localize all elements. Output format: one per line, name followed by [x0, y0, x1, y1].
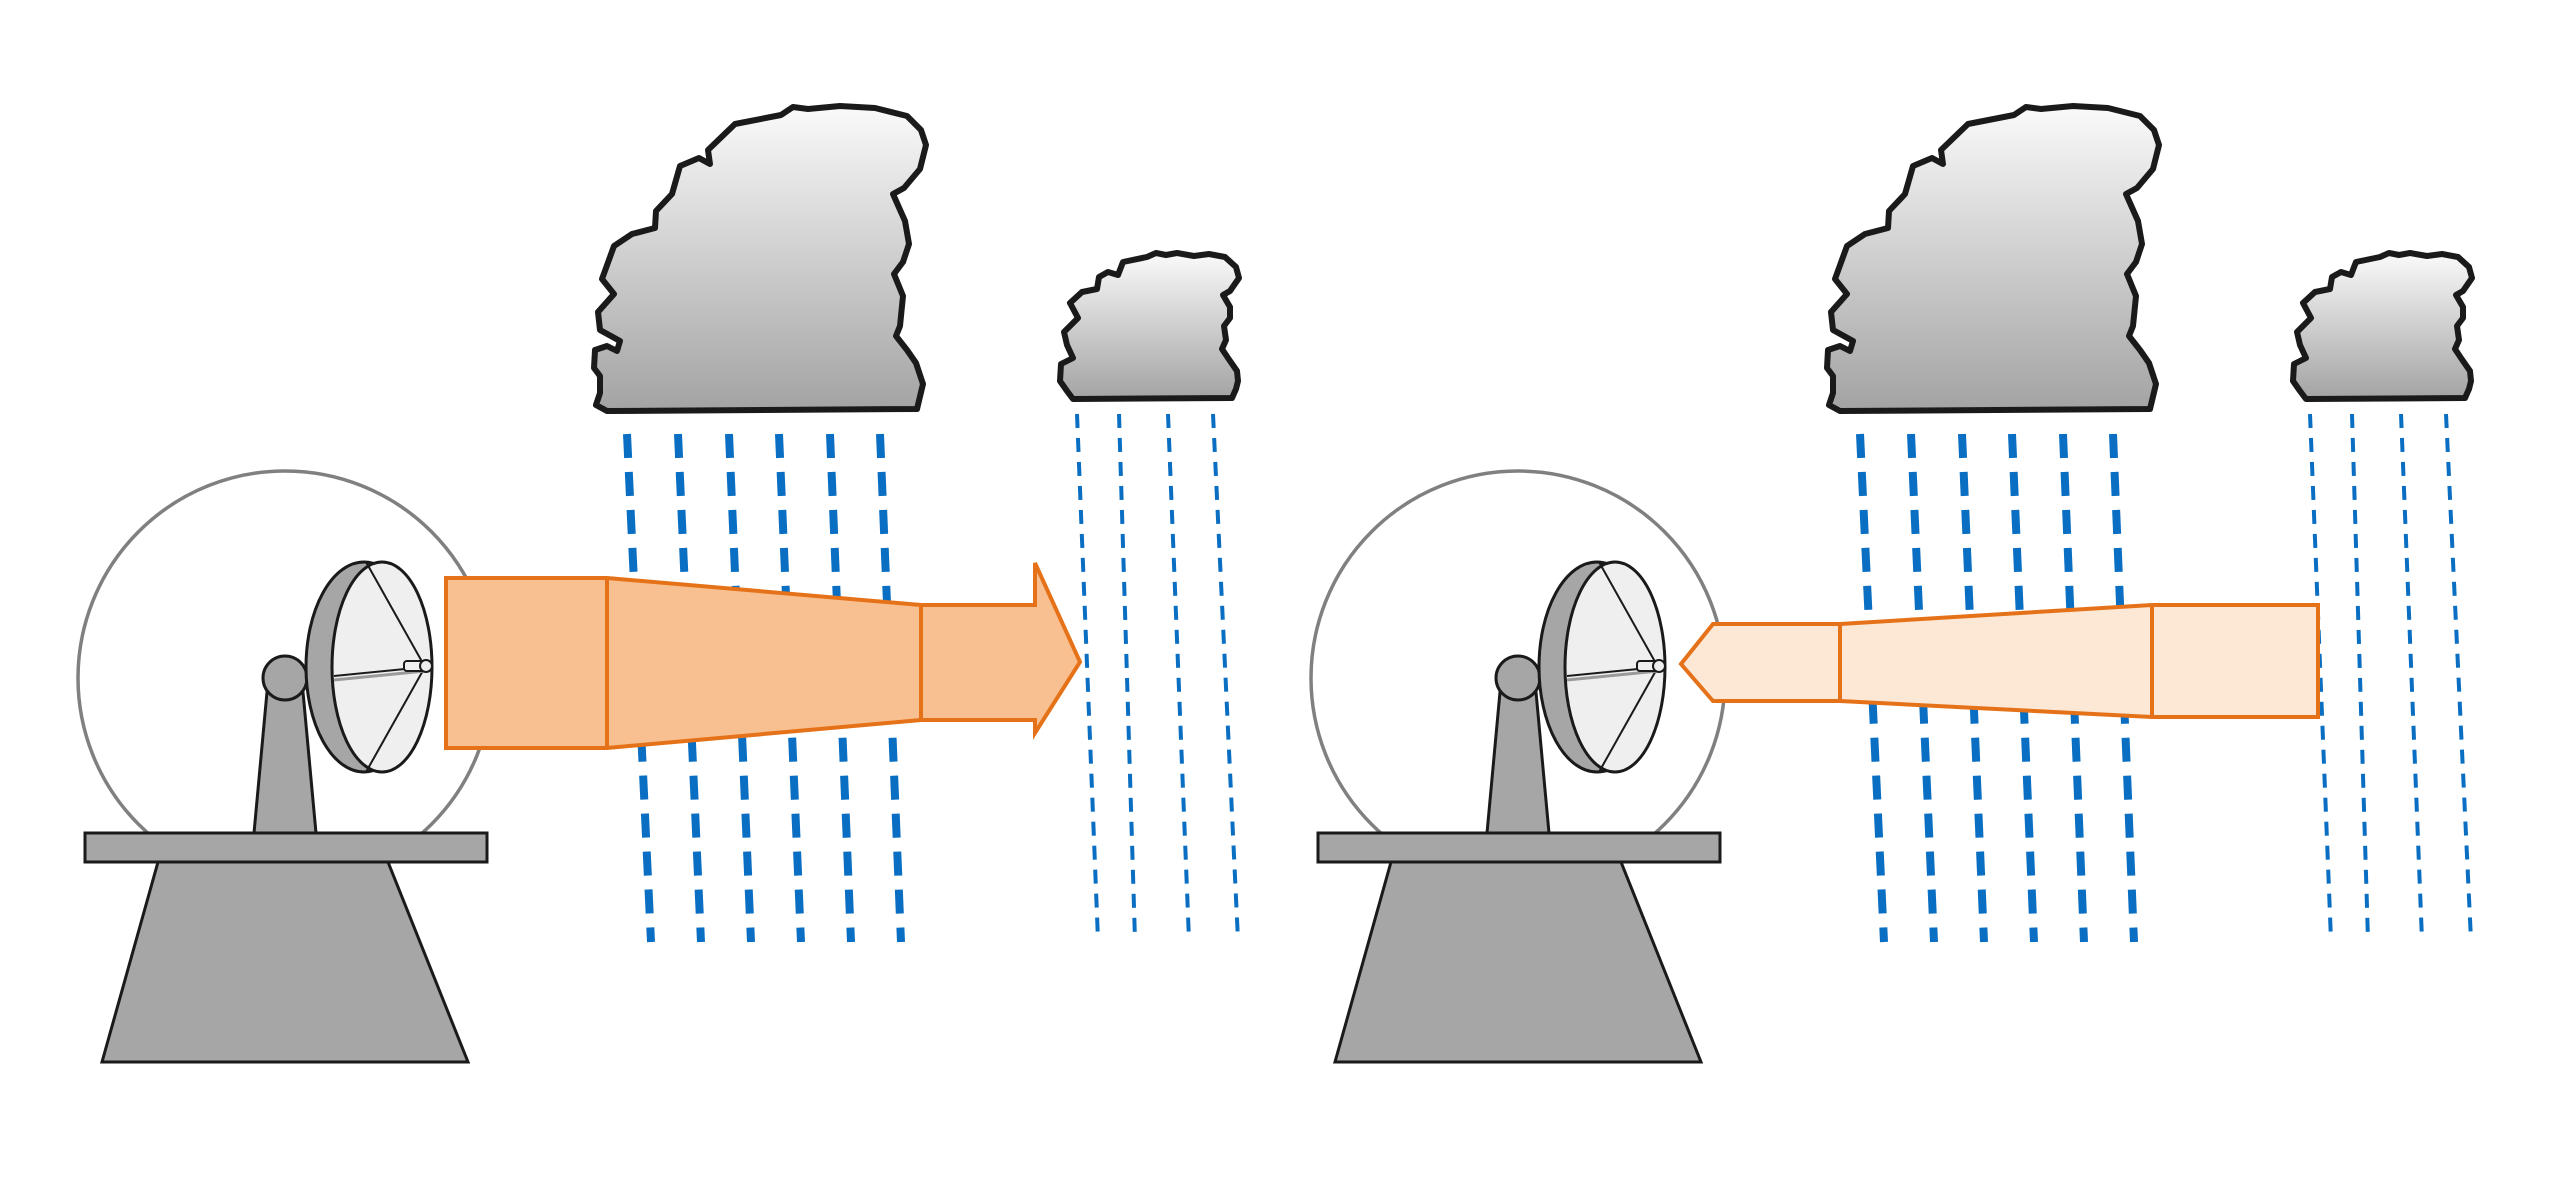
light-rain-icon: [2308, 412, 2473, 942]
returning-echo-arrow-icon: [1678, 603, 2320, 719]
outgoing-pulse-arrow-icon: [444, 562, 1083, 750]
storm-cloud-icon: [594, 106, 926, 411]
radar-icon: [76, 469, 494, 1064]
radar-icon: [1309, 469, 1727, 1064]
small-cloud-icon: [1060, 253, 1239, 399]
small-cloud-icon: [2293, 253, 2472, 399]
storm-cloud-icon: [1827, 106, 2159, 411]
transmit-panel: [76, 106, 1240, 1064]
receive-panel: [1309, 106, 2473, 1064]
light-rain-icon: [1075, 412, 1240, 942]
